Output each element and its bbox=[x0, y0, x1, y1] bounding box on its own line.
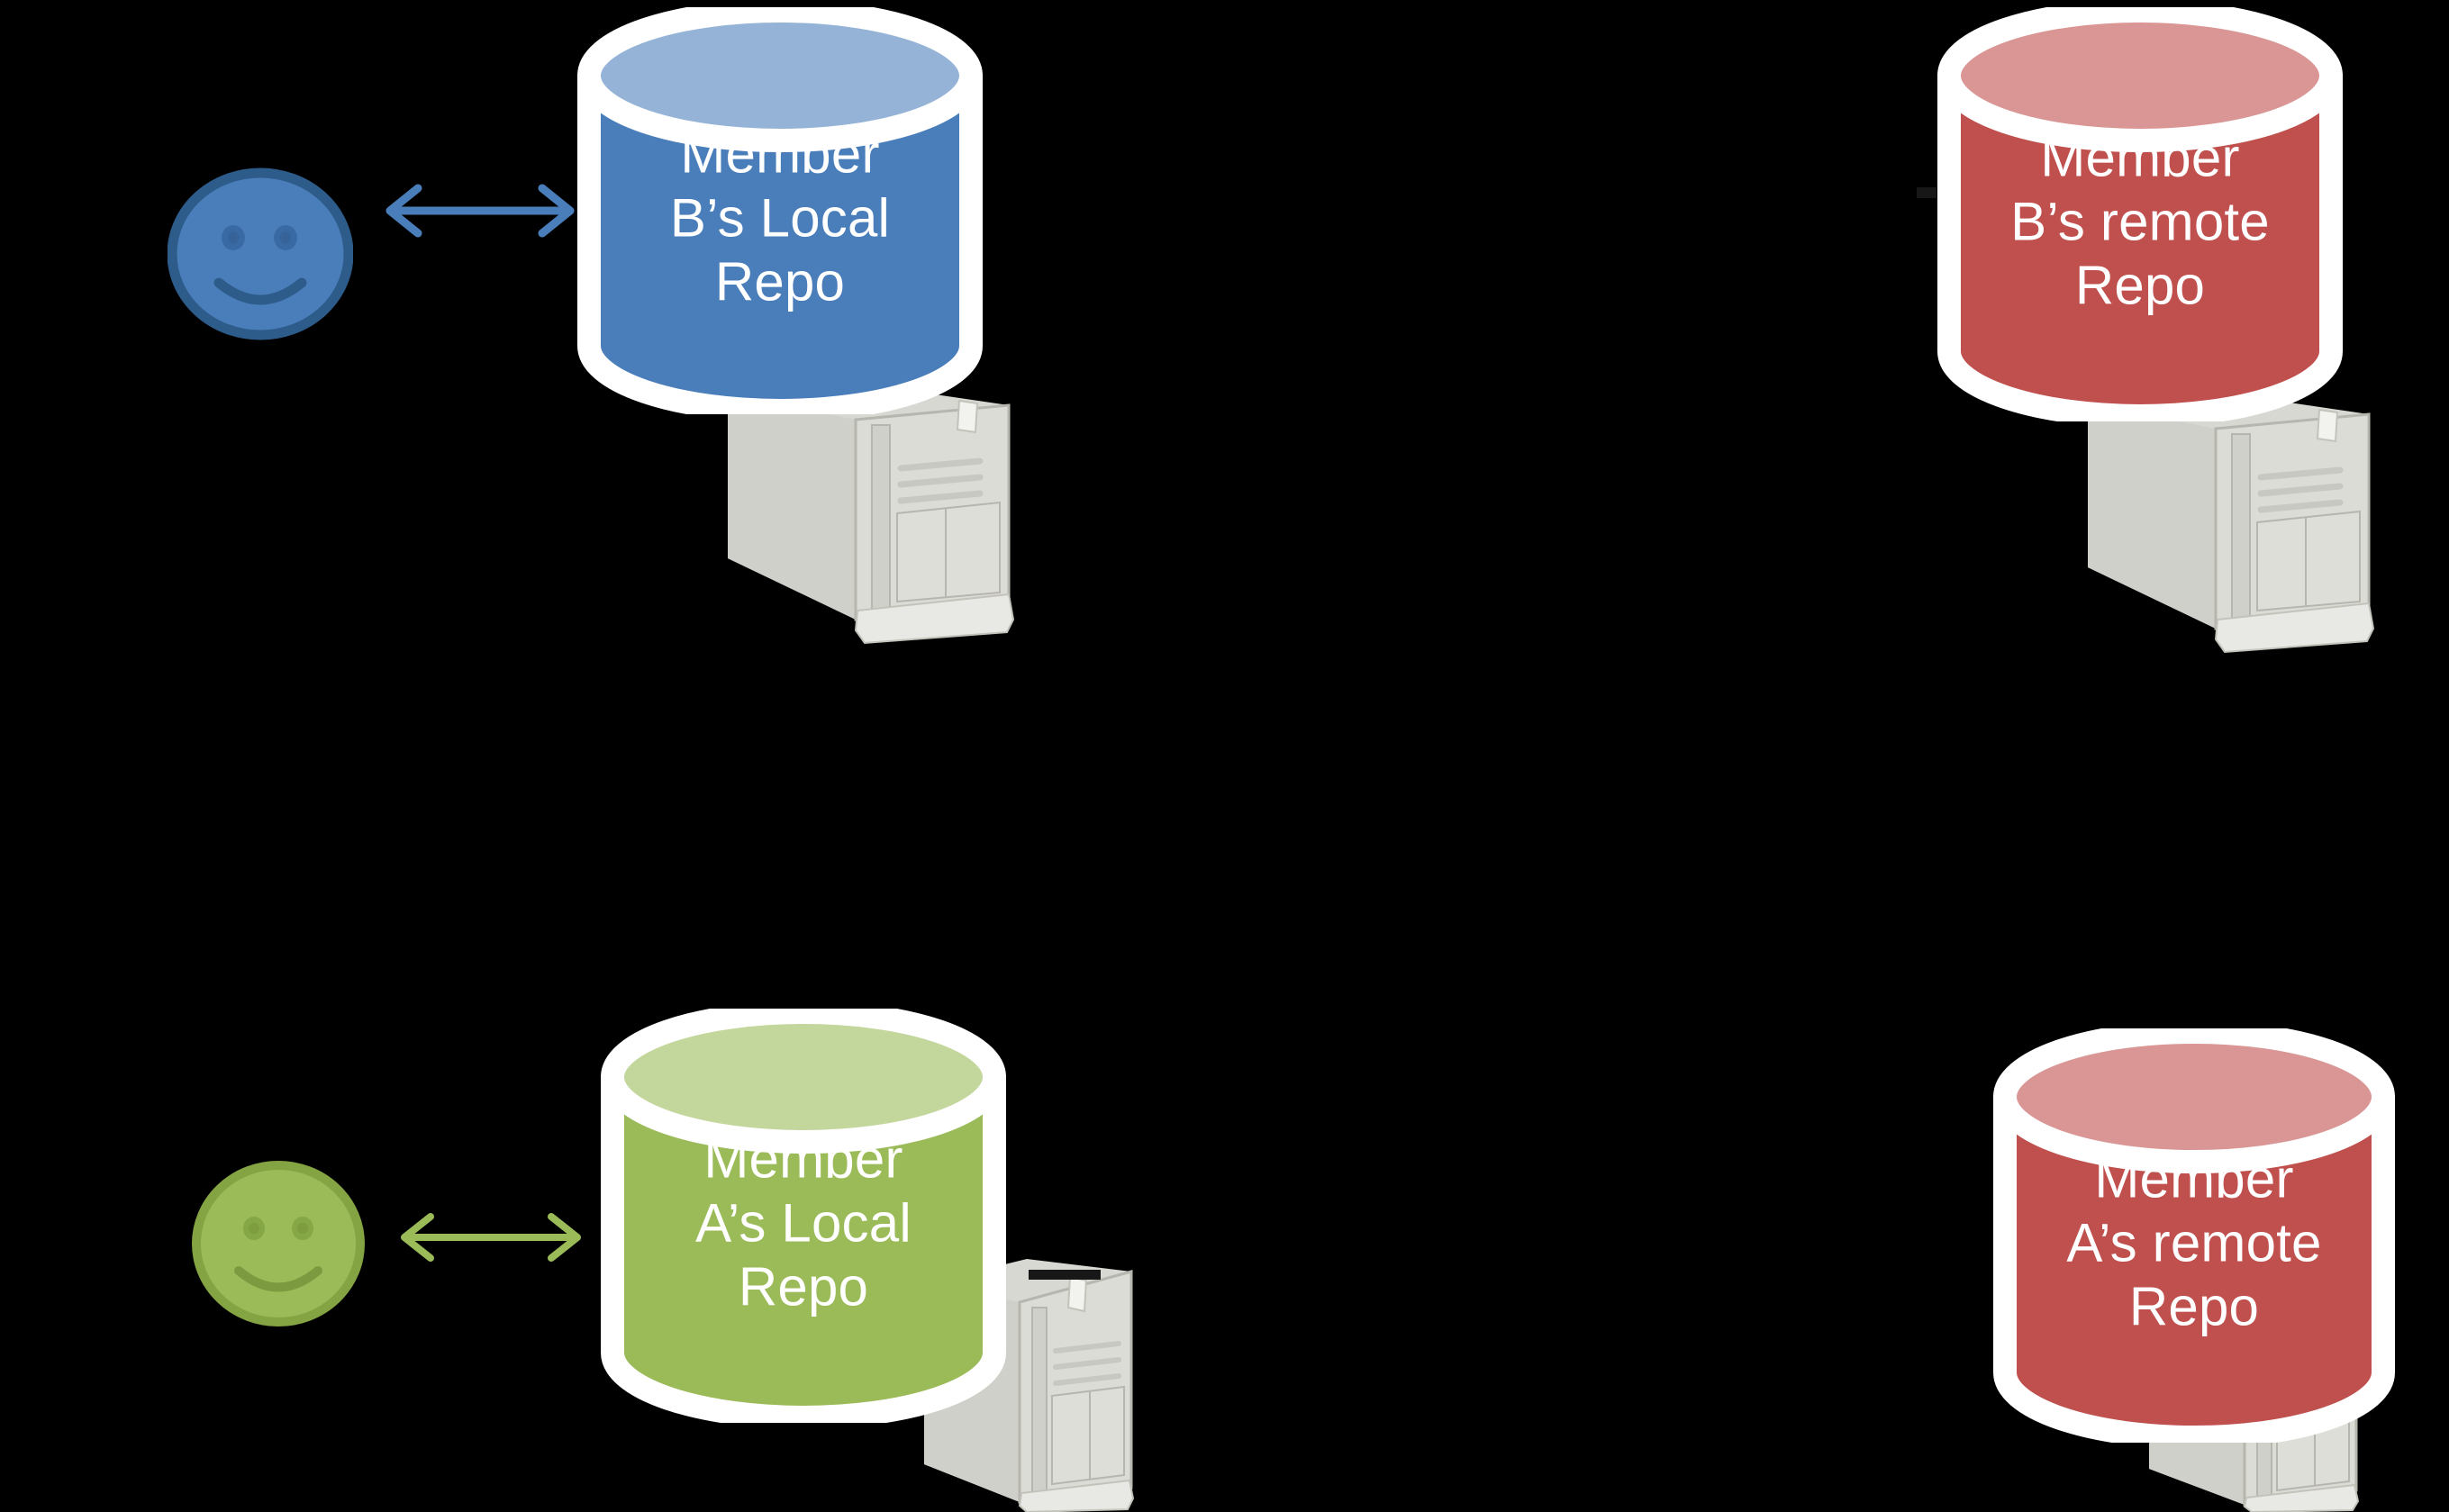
connector-a-user-local[interactable] bbox=[387, 1205, 594, 1270]
member-a-user-avatar[interactable] bbox=[191, 1160, 366, 1327]
server-tower-icon bbox=[728, 385, 1015, 645]
member-a-local-repo[interactable]: Member A’s Local Repo bbox=[600, 1009, 1007, 1423]
double-headed-arrow-icon bbox=[401, 1213, 581, 1262]
server-tower-icon bbox=[2088, 394, 2375, 654]
database-cylinder-icon bbox=[1937, 7, 2343, 421]
database-cylinder-icon bbox=[601, 1009, 1006, 1423]
member-b-user-avatar[interactable] bbox=[168, 167, 353, 340]
database-cylinder-icon bbox=[1993, 1028, 2395, 1443]
smiley-face-icon bbox=[192, 1161, 365, 1326]
member-b-local-repo[interactable]: Member B’s Local Repo bbox=[576, 7, 984, 414]
member-b-remote-server-tower bbox=[2081, 387, 2387, 657]
crop-artifact-bottom-left bbox=[1029, 1270, 1101, 1280]
smiley-face-icon bbox=[168, 167, 353, 340]
member-b-local-server-tower bbox=[721, 378, 1027, 648]
double-headed-arrow-icon bbox=[385, 184, 575, 238]
member-b-remote-repo[interactable]: Member B’s remote Repo bbox=[1937, 7, 2344, 421]
member-a-remote-repo[interactable]: Member A’s remote Repo bbox=[1992, 1028, 2396, 1443]
database-cylinder-icon bbox=[577, 7, 983, 414]
connector-b-user-local[interactable] bbox=[373, 177, 587, 245]
crop-artifact-top-right bbox=[1917, 187, 1937, 198]
